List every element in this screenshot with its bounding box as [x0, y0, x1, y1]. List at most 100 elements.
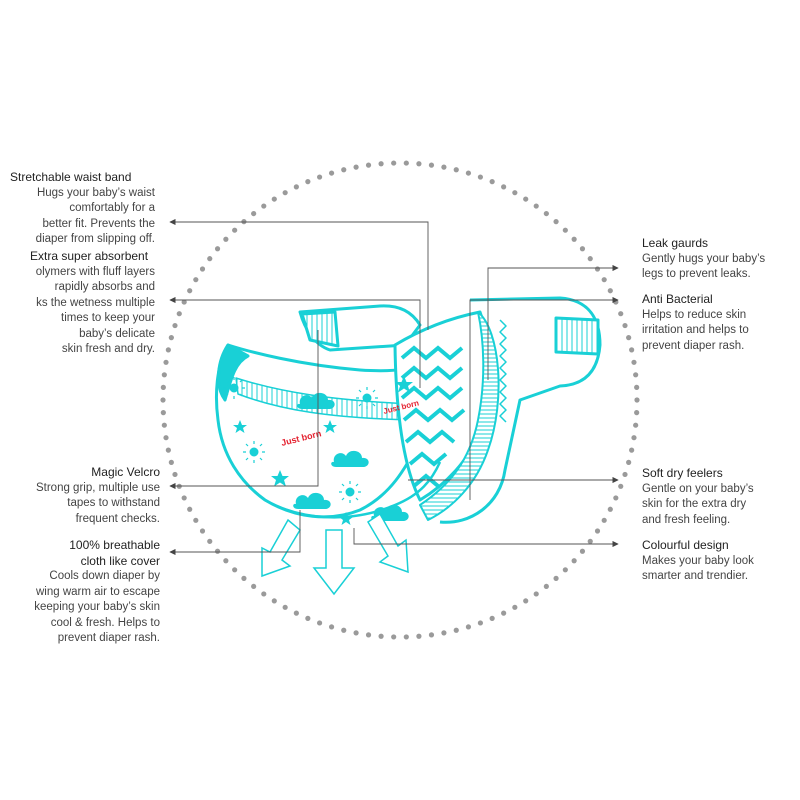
star-icon	[323, 420, 337, 433]
circle-dot	[629, 347, 635, 353]
diaper-body	[214, 296, 602, 524]
circle-dot	[293, 184, 299, 190]
circle-dot	[553, 219, 559, 225]
cloud-icon	[297, 392, 335, 409]
circle-dot	[601, 277, 607, 283]
circle-dot	[261, 591, 267, 597]
callout-colourful-design: Colourful design Makes your baby look sm…	[642, 538, 792, 585]
circle-dot	[533, 591, 539, 597]
callout-description: Cools down diaper by wing warm air to es…	[34, 570, 160, 644]
circle-dot	[571, 558, 577, 564]
circle-dot	[271, 196, 277, 202]
callout-title: Colourful design	[642, 538, 729, 552]
circle-dot	[161, 372, 167, 378]
circle-dot	[501, 610, 507, 616]
leader-lines	[169, 218, 619, 556]
callout-description: Helps to reduce skin irritation and help…	[642, 308, 749, 352]
circle-dot	[618, 483, 624, 489]
circle-dot	[199, 528, 206, 534]
circle-dot	[214, 548, 221, 554]
star-icon	[233, 420, 247, 433]
callout-soft-dry-feelers: Soft dry feelers Gentle on your baby’s s…	[642, 466, 792, 528]
callout-title: Extra super absorbent	[30, 249, 149, 263]
circle-dot	[601, 517, 607, 523]
circle-dot	[441, 164, 447, 170]
circle-dot	[378, 161, 384, 167]
circle-dot	[232, 227, 238, 233]
circle-dot	[553, 575, 559, 581]
circle-dot	[181, 299, 187, 305]
circle-dot	[594, 528, 601, 534]
circle-dot	[317, 174, 323, 180]
sun-icon	[339, 481, 361, 503]
circle-dot	[187, 506, 193, 512]
sun-icon	[356, 387, 378, 409]
sun-icon	[223, 377, 245, 399]
circle-dot	[416, 633, 422, 639]
circle-dot	[391, 634, 397, 640]
circle-dot	[607, 288, 613, 294]
circle-dot	[328, 624, 335, 630]
circle-dot	[633, 422, 639, 428]
circle-dot	[453, 167, 459, 173]
chevron-pattern	[400, 345, 466, 488]
circle-dot	[261, 203, 267, 209]
circle-dot	[523, 598, 529, 604]
circle-dot	[512, 190, 518, 196]
circle-dot	[207, 538, 213, 544]
callout-magic-velcro: Magic Velcro Strong grip, multiple use t…	[10, 465, 160, 527]
star-icon	[271, 470, 289, 487]
circle-dot	[163, 435, 169, 441]
circle-dot	[465, 170, 472, 176]
circle-dot	[232, 567, 238, 573]
leader-colourful	[353, 528, 619, 548]
circle-dot	[391, 160, 397, 166]
leader-velcro	[169, 330, 319, 490]
callout-waist-band: Stretchable waist band Hugs your baby’s …	[10, 170, 155, 248]
circle-dot	[305, 179, 311, 185]
waistband-stripes	[300, 310, 340, 348]
callout-title: Soft dry feelers	[642, 466, 723, 480]
airflow-arrows	[261, 512, 409, 596]
circle-dot	[403, 160, 409, 166]
cloud-icon	[331, 450, 369, 467]
circle-dot	[168, 459, 174, 465]
leg-cuff	[419, 311, 500, 521]
circle-dot	[489, 179, 495, 185]
callout-super-absorbent: Extra super absorbent olymers with fluff…	[10, 249, 155, 358]
callout-leak-guards: Leak gaurds Gently hugs your baby’s legs…	[642, 236, 792, 283]
circle-dot	[378, 633, 384, 639]
circle-dot	[416, 161, 422, 167]
circle-dot	[626, 335, 632, 341]
circle-dot	[365, 162, 372, 168]
circle-dot	[633, 372, 639, 378]
leader-leak	[487, 264, 619, 380]
circle-dot	[223, 558, 229, 564]
circle-dot	[165, 347, 171, 353]
circle-dot	[613, 495, 619, 501]
circle-dot	[428, 162, 435, 168]
circle-dot	[477, 174, 483, 180]
leader-breathable	[169, 510, 301, 556]
circle-dot	[207, 256, 213, 262]
leader-absorbent	[169, 296, 421, 388]
callout-title: 100% breathable cloth like cover	[69, 538, 160, 568]
circle-dot	[353, 630, 359, 636]
circle-dot	[328, 170, 335, 176]
circle-dot	[622, 471, 628, 478]
circle-dot	[199, 266, 206, 272]
circle-dot	[365, 632, 372, 638]
circle-dot	[453, 627, 459, 633]
circle-dot	[293, 610, 299, 616]
circle-dot	[626, 459, 632, 465]
circle-dot	[160, 397, 166, 403]
air-arrow-left	[261, 518, 301, 578]
circle-dot	[634, 410, 640, 416]
circle-dot	[512, 604, 518, 610]
circle-dot	[282, 604, 288, 610]
star-icon	[339, 512, 353, 525]
circle-dot	[477, 620, 483, 626]
circle-dot	[160, 410, 166, 416]
circle-dot	[271, 598, 277, 604]
